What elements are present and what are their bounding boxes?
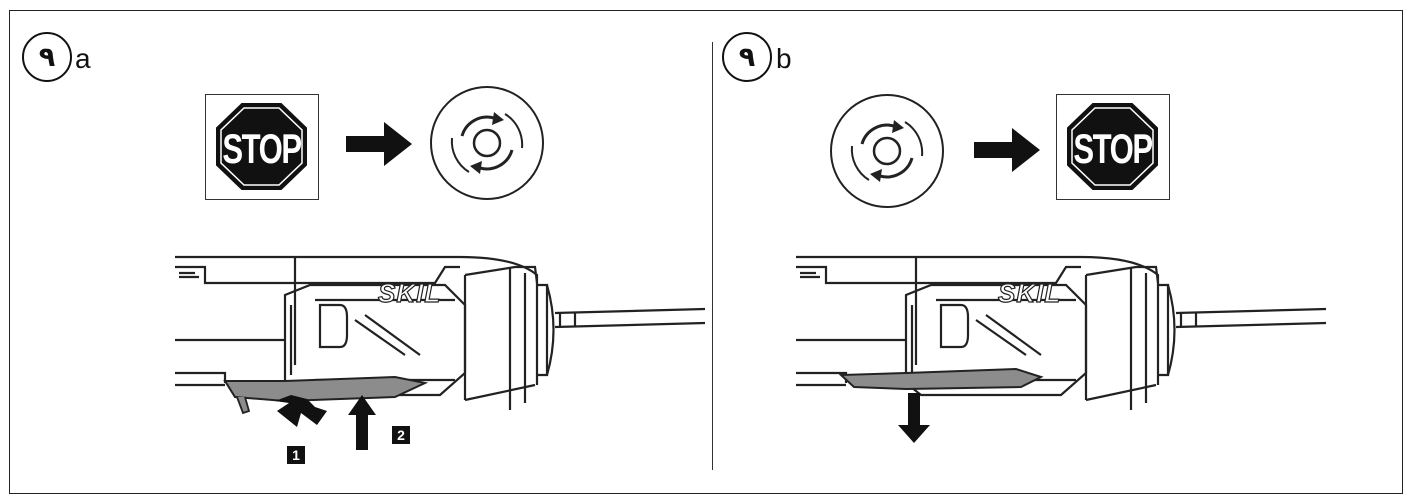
panel-letter: b xyxy=(776,43,792,74)
arrow-down-icon xyxy=(898,393,930,443)
rotation-icon xyxy=(830,94,944,208)
stop-octagon-icon xyxy=(216,103,307,190)
panel-divider xyxy=(712,42,713,470)
arrow-up-icon xyxy=(348,395,376,450)
panel-a: ٩ a STOP xyxy=(22,32,706,464)
figure-frame xyxy=(9,10,1403,494)
rotation-icon xyxy=(430,86,544,200)
brand-logo: SKIL xyxy=(997,277,1062,308)
arrow-right-icon xyxy=(346,122,412,166)
step-number-1: 1 xyxy=(287,446,305,464)
tool-illustration xyxy=(175,255,706,450)
arrow-right-icon xyxy=(974,128,1040,172)
tool-illustration xyxy=(796,255,1327,443)
brand-logo: SKIL xyxy=(377,277,442,308)
stop-sign-box: STOP xyxy=(1056,94,1170,200)
panel-letter: a xyxy=(75,43,91,74)
stop-label: STOP xyxy=(1073,125,1153,172)
figure-number-badge: ٩ xyxy=(722,32,772,82)
panel-b: ٩ b STOP xyxy=(706,0,1412,504)
stop-octagon-icon xyxy=(1067,103,1158,190)
stop-sign-box: STOP xyxy=(205,94,319,200)
step-number-2: 2 xyxy=(392,426,410,444)
stop-label: STOP xyxy=(222,125,302,172)
figure-number-badge: ٩ xyxy=(22,32,72,82)
arrow-diagonal-icon xyxy=(275,395,327,427)
